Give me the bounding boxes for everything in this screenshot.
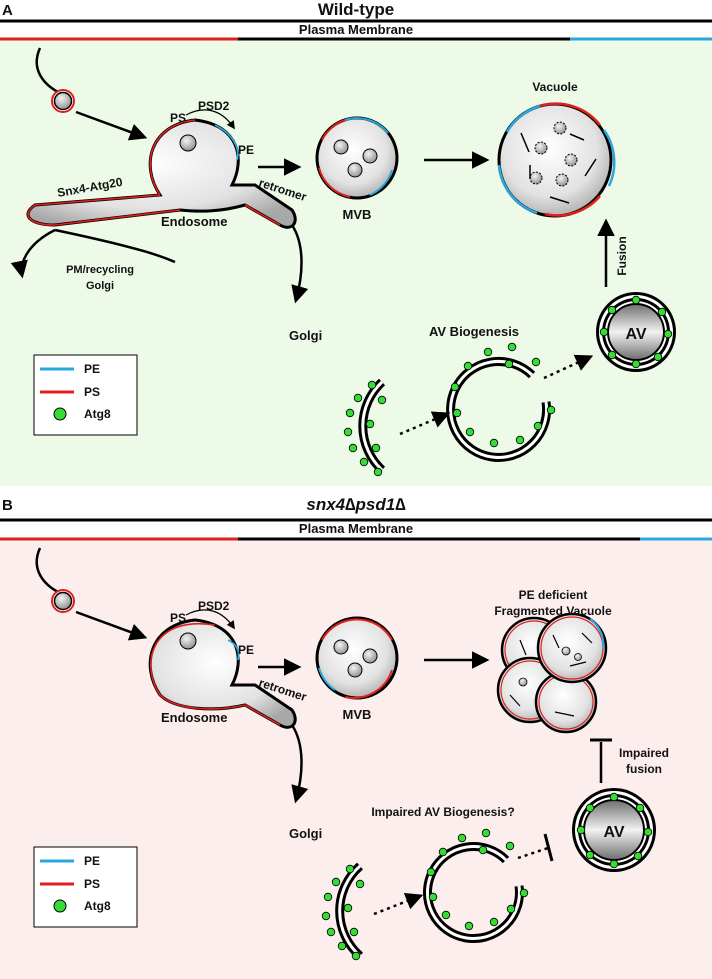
av-label-b: AV (603, 824, 624, 841)
arrow-to-endosome-b (75, 610, 148, 641)
arrow-to-golgi-b (290, 724, 309, 804)
av-biogenesis-label-b: Impaired AV Biogenesis? (371, 805, 514, 819)
pe-label: PE (238, 143, 254, 157)
endosome-b (148, 618, 297, 729)
arrow-to-endosome (75, 110, 148, 141)
endosome-label: Endosome (161, 214, 227, 229)
vacuole (497, 102, 616, 218)
phagophore-ring (446, 342, 556, 462)
av-biogenesis-label: AV Biogenesis (429, 324, 519, 339)
vacuole-fragment (536, 612, 608, 684)
endosome-label-b: Endosome (161, 710, 227, 725)
ps-label: PS (170, 111, 186, 125)
panel-b-title-gene2: psd1 (355, 495, 396, 514)
arrow-to-golgi (290, 224, 309, 304)
av-atg8-dots-b (576, 792, 653, 869)
panel-b-title-gene1: snx4 (306, 495, 345, 514)
pm-vesicle (35, 47, 75, 113)
panel-b-letter: B (2, 497, 13, 514)
legend-ps-label: PS (84, 385, 100, 399)
mvb-b (315, 616, 399, 700)
psd2-arrow-b (185, 609, 235, 630)
panel-b-title: snx4∆psd1∆ (306, 495, 406, 514)
recycling-arrow-tail (54, 228, 176, 264)
golgi-label-b: Golgi (289, 826, 322, 841)
panel-a-title: Wild-type (318, 0, 394, 19)
autophagosome-b (572, 788, 656, 872)
golgi-label: Golgi (289, 328, 322, 343)
legend-b: PE PS Atg8 (33, 846, 138, 928)
vacuole-label: Vacuole (532, 80, 578, 94)
recycling-arrow (10, 228, 56, 279)
plasma-membrane-label-b: Plasma Membrane (299, 521, 413, 536)
pm-recycling-label: PM/recycling (66, 264, 134, 276)
vacuole-label-b-line1: PE deficient (519, 588, 588, 602)
impaired-fusion-label-1: Impaired (619, 746, 669, 760)
legend-atg8-label: Atg8 (84, 407, 111, 421)
delta-symbol: ∆ (395, 495, 406, 514)
legend-ps-label-b: PS (84, 877, 100, 891)
mvb-label: MVB (343, 207, 372, 222)
panel-a-letter: A (2, 2, 13, 19)
dotted-arrow-to-ring-b (373, 892, 424, 916)
impaired-fusion-block (590, 738, 612, 783)
panel-b: B snx4∆psd1∆ Plasma Membrane PS PSD2 PE … (0, 495, 712, 979)
psd2-arrow (185, 109, 235, 130)
dotted-arrow-to-av (543, 354, 594, 380)
plasma-membrane-label: Plasma Membrane (299, 22, 413, 37)
vacuole-label-b-line2: Fragmented Vacuole (494, 604, 612, 618)
mvb-label-b: MVB (343, 707, 372, 722)
isolation-membrane-arc (343, 378, 387, 477)
blocked-dotted-arrow (517, 833, 554, 862)
panel-a: A Wild-type Plasma Membrane PS PSD2 PE (0, 0, 712, 486)
atg8-dot-icon (53, 899, 67, 913)
phagophore-ring-b (422, 828, 529, 944)
legend-pe-label: PE (84, 362, 100, 376)
legend-atg8-label-b: Atg8 (84, 899, 111, 913)
pm-vesicle-b (35, 547, 75, 613)
av-atg8-dots (599, 295, 673, 369)
fusion-label: Fusion (615, 236, 629, 275)
fragmented-vacuole (496, 612, 608, 734)
pe-label-b: PE (238, 643, 254, 657)
autophagosome (596, 292, 676, 372)
golgi-recycling-label: Golgi (86, 280, 114, 292)
av-label: AV (625, 326, 646, 343)
atg8-dot-icon (53, 407, 67, 421)
legend-a: PE PS Atg8 (33, 354, 138, 436)
vacuole-fragment (534, 670, 598, 734)
mvb (315, 116, 399, 200)
endosome (26, 118, 297, 229)
delta-symbol: ∆ (345, 495, 356, 514)
dotted-arrow-to-ring (399, 411, 451, 436)
legend-pe-label-b: PE (84, 854, 100, 868)
impaired-fusion-label-2: fusion (626, 762, 662, 776)
isolation-membrane-arc-b (321, 862, 365, 961)
ps-label-b: PS (170, 611, 186, 625)
